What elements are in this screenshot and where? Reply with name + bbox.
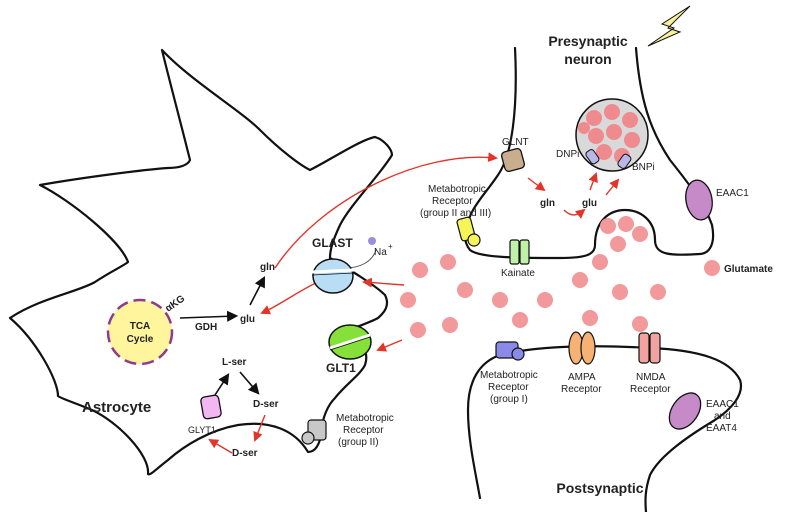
akg-label: αKG — [163, 293, 187, 314]
glutamate-dot — [440, 254, 456, 270]
vesicle-glutamate-dot — [586, 110, 602, 126]
docked-vesicle — [600, 216, 648, 252]
vesicle-glutamate-dot — [596, 144, 612, 160]
glutamate-dot — [582, 310, 598, 326]
dnpi-transporter — [585, 149, 600, 165]
gdh-label: GDH — [195, 322, 217, 333]
tca-cycle — [106, 298, 174, 366]
nmda-receptor — [638, 332, 661, 364]
bnpi-transporter — [617, 153, 632, 169]
glyt1-label: GLYT1 — [188, 425, 216, 435]
synaptic-cleft-glutamate — [400, 254, 720, 338]
vesicle-glutamate-dot — [622, 112, 638, 128]
lightning-icon — [647, 5, 691, 47]
glt1-transporter — [328, 324, 372, 360]
mglur2-label-line3: (group II) — [338, 437, 379, 448]
mglur2-label-line1: Metabotropic — [336, 413, 394, 424]
glutamate-dot — [410, 322, 426, 338]
astrocyte-membrane — [8, 48, 394, 476]
gln-astrocyte-label: gln — [260, 262, 275, 273]
glutamate-dot — [612, 284, 628, 300]
ampa-label-line2: Receptor — [561, 384, 602, 395]
eaac1-presynaptic — [685, 179, 713, 221]
mglur23-label-line3: (group II and III) — [420, 208, 491, 219]
gln-presynaptic-label: gln — [540, 198, 555, 209]
mglur1-label-line2: Receptor — [488, 382, 529, 393]
mglur-group23-presynaptic — [456, 216, 481, 247]
presynaptic-label-line2: neuron — [564, 51, 611, 67]
glutamate-dot — [512, 312, 528, 328]
kainate-receptor — [509, 239, 530, 265]
glutamate-dot — [442, 317, 458, 333]
dser-label-2: D-ser — [232, 448, 258, 459]
glutamate-dot — [412, 262, 428, 278]
mglur-group1-postsynaptic — [495, 341, 525, 361]
glutamate-dot — [650, 284, 666, 300]
lser-label: L-ser — [222, 357, 247, 368]
vesicle-glutamate-dot — [588, 128, 604, 144]
eaac1-post-label-line2: and — [714, 411, 731, 422]
glt1-label: GLT1 — [326, 361, 356, 375]
astrocyte-label: Astrocyte — [82, 399, 151, 416]
glutamate-dot — [400, 292, 416, 308]
glutamate-dot — [600, 218, 616, 234]
postsynaptic-membrane — [466, 345, 743, 512]
glu-astrocyte-label: glu — [240, 314, 255, 325]
kainate-label: Kainate — [501, 268, 535, 279]
eaac1-presynaptic-label: EAAC1 — [716, 188, 749, 199]
glutamate-dot — [704, 260, 720, 276]
glutamate-dot — [632, 226, 648, 242]
postsynaptic-label: Postsynaptic — [556, 480, 643, 496]
tca-label-line2: Cycle — [127, 334, 154, 345]
glast-label: GLAST — [312, 236, 353, 250]
dser-label-1: D-ser — [253, 399, 279, 410]
mglur1-label-line1: Metabotropic — [480, 370, 538, 381]
glutamate-label: Glutamate — [724, 264, 773, 275]
synaptic-vesicle — [575, 98, 649, 172]
mglur2-label-line2: Receptor — [343, 425, 384, 436]
nmda-label-line2: Receptor — [630, 384, 671, 395]
eaac1-eaat4-postsynaptic — [668, 392, 702, 430]
presynaptic-label-line1: Presynaptic — [548, 33, 628, 49]
ampa-receptor — [568, 331, 596, 365]
mglur23-label-line1: Metabotropic — [428, 184, 486, 195]
tca-label-line1: TCA — [130, 321, 151, 332]
glutamate-dot — [572, 272, 588, 288]
glutamate-dot — [537, 292, 553, 308]
glutamate-dot — [592, 254, 608, 270]
vesicle-glutamate-dot — [624, 132, 640, 148]
glutamate-dot — [618, 216, 634, 232]
vesicle-glutamate-dot — [604, 104, 620, 120]
na-superscript: + — [388, 242, 393, 251]
sodium-ion — [368, 237, 376, 245]
mglur-group2-astrocyte — [301, 419, 327, 445]
vesicle-glutamate-dot — [606, 124, 622, 140]
nmda-label-line1: NMDA — [636, 372, 666, 383]
vesicle-glutamate-dot — [578, 122, 590, 134]
bnpi-label: BNPi — [632, 162, 655, 173]
eaac1-post-label-line1: EAAC1 — [706, 399, 739, 410]
glnt-transporter — [501, 148, 525, 172]
eaac1-post-label-line3: EAAT4 — [706, 423, 737, 434]
dnpi-label: DNPi — [556, 149, 579, 160]
mglur1-label-line3: (group I) — [490, 394, 528, 405]
glast-transporter — [311, 258, 355, 294]
glutamate-dot — [492, 292, 508, 308]
glyt1-transporter — [200, 394, 222, 420]
ampa-label-line1: AMPA — [568, 372, 596, 383]
glutamate-dot — [632, 316, 648, 332]
glutamate-dot — [610, 236, 626, 252]
mglur23-label-line2: Receptor — [432, 196, 473, 207]
glu-presynaptic-label: glu — [582, 198, 597, 209]
na-label: Na — [374, 247, 387, 258]
glnt-label: GLNT — [502, 137, 529, 148]
glutamate-dot — [457, 282, 473, 298]
